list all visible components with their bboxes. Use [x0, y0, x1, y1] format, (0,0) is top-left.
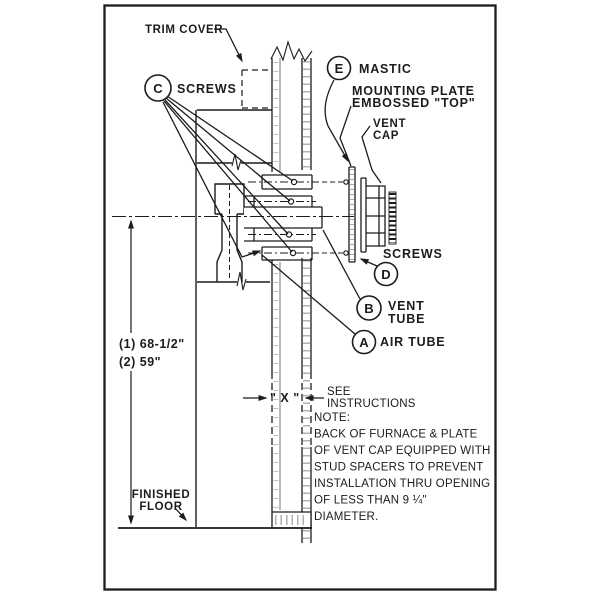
- wall: [270, 40, 313, 543]
- see-instructions-line1: SEE: [327, 386, 351, 398]
- tube-assembly: [112, 174, 354, 261]
- mounting-plate-label-line1: MOUNTING PLATE: [352, 84, 475, 98]
- note-line-5: OF LESS THAN 9 ¼": [314, 495, 427, 507]
- see-instructions-line2: INSTRUCTIONS: [327, 398, 416, 410]
- callout-letter-d: D: [381, 267, 390, 282]
- mounting-plate: [348, 166, 356, 263]
- note-line-1: BACK OF FURNACE & PLATE: [314, 429, 478, 441]
- mounting-plate-label-line2: EMBOSSED "TOP": [352, 96, 476, 110]
- screw-heads: [285, 178, 349, 257]
- stud-spacer-dashed-lines: [314, 181, 344, 254]
- screws-c-label: SCREWS: [177, 82, 237, 96]
- callout-letters: C E D B A: [153, 61, 390, 350]
- air-tube-leader: [261, 254, 356, 335]
- vent-cap-flange: [360, 177, 367, 253]
- screws-d-label: SCREWS: [383, 247, 443, 261]
- wall-right-dashed-zone: [301, 372, 312, 447]
- mid-line-break: [231, 153, 242, 171]
- mastic-label: MASTIC: [359, 62, 412, 76]
- callout-circle-b: [356, 295, 382, 321]
- dimension-texts: (1) 68-1/2" (2) 59" " X " SEE INSTRUCTIO…: [119, 337, 416, 410]
- screws-c-leader-1: [166, 95, 294, 182]
- trim-cover-label: TRIM COVER: [145, 24, 223, 36]
- vent-cap-body: [366, 185, 386, 247]
- leader-lines: [162, 28, 382, 522]
- callout-letter-e: E: [335, 61, 344, 76]
- screw-column-outline: [388, 191, 397, 245]
- furnace-body: [195, 109, 272, 527]
- note-line-6: DIAMETER.: [314, 511, 378, 523]
- mastic-leader: [324, 79, 349, 163]
- mounting-plate-leader: [339, 105, 352, 167]
- vent-tube-label-line1: VENT: [388, 299, 425, 313]
- wall-right-lines: [301, 58, 312, 543]
- spacer-band-top: [261, 174, 313, 190]
- finished-floor-label-line2: FLOOR: [139, 501, 182, 513]
- trim-cover-leader: [214, 28, 243, 63]
- plate-stud-dot-top: [343, 179, 349, 185]
- height-dim-2: (2) 59": [119, 355, 161, 369]
- callout-circle-e: [326, 55, 352, 81]
- screws-c-leader-2: [165, 97, 291, 202]
- finished-floor-label-line1: FINISHED: [132, 489, 190, 501]
- callout-letter-b: B: [364, 301, 373, 316]
- callout-circles: [144, 55, 399, 355]
- screw-axis-lines: [248, 181, 316, 254]
- screws-d-leader: [359, 258, 378, 267]
- vent-cap-assembly: [348, 166, 397, 263]
- callout-letter-c: C: [153, 81, 163, 96]
- finished-floor-leader: [175, 508, 188, 522]
- note-line-4: INSTALLATION THRU OPENING: [314, 478, 490, 490]
- vent-cap-label-line1: VENT: [373, 118, 406, 130]
- air-tube-label: AIR TUBE: [380, 335, 445, 349]
- callout-circle-a: [351, 329, 377, 355]
- dimension-lines: [128, 219, 324, 525]
- screws-c-leader-5: [162, 101, 262, 258]
- note-heading: NOTE:: [314, 412, 350, 424]
- screws-c-leader-3: [164, 99, 289, 235]
- vent-tube-fill: [244, 207, 322, 228]
- x-dim-label: " X ": [270, 391, 300, 405]
- screws-c-leader-4: [163, 100, 293, 253]
- note-block: NOTE: BACK OF FURNACE & PLATE OF VENT CA…: [314, 412, 490, 523]
- vent-cap-leader: [361, 125, 382, 184]
- note-line-3: STUD SPACERS TO PREVENT: [314, 462, 483, 474]
- vent-cap-label-line2: CAP: [373, 130, 399, 142]
- trim-cover-outline: [241, 69, 272, 110]
- height-dim-1: (1) 68-1/2": [119, 337, 185, 351]
- tube-support-bracket: [214, 183, 245, 282]
- callout-circle-c: [144, 74, 172, 102]
- wall-break-symbol: [270, 40, 313, 63]
- plate-stud-dot-bottom: [343, 250, 349, 256]
- note-line-2: OF VENT CAP EQUIPPED WITH: [314, 445, 490, 457]
- text-labels: TRIM COVER SCREWS MASTIC MOUNTING PLATE …: [132, 24, 476, 513]
- diagram-border: [103, 4, 497, 591]
- vent-tube-label-line2: TUBE: [388, 312, 425, 326]
- callout-circle-d: [373, 261, 399, 287]
- callout-letter-a: A: [359, 335, 369, 350]
- vent-tube-leader: [322, 229, 361, 300]
